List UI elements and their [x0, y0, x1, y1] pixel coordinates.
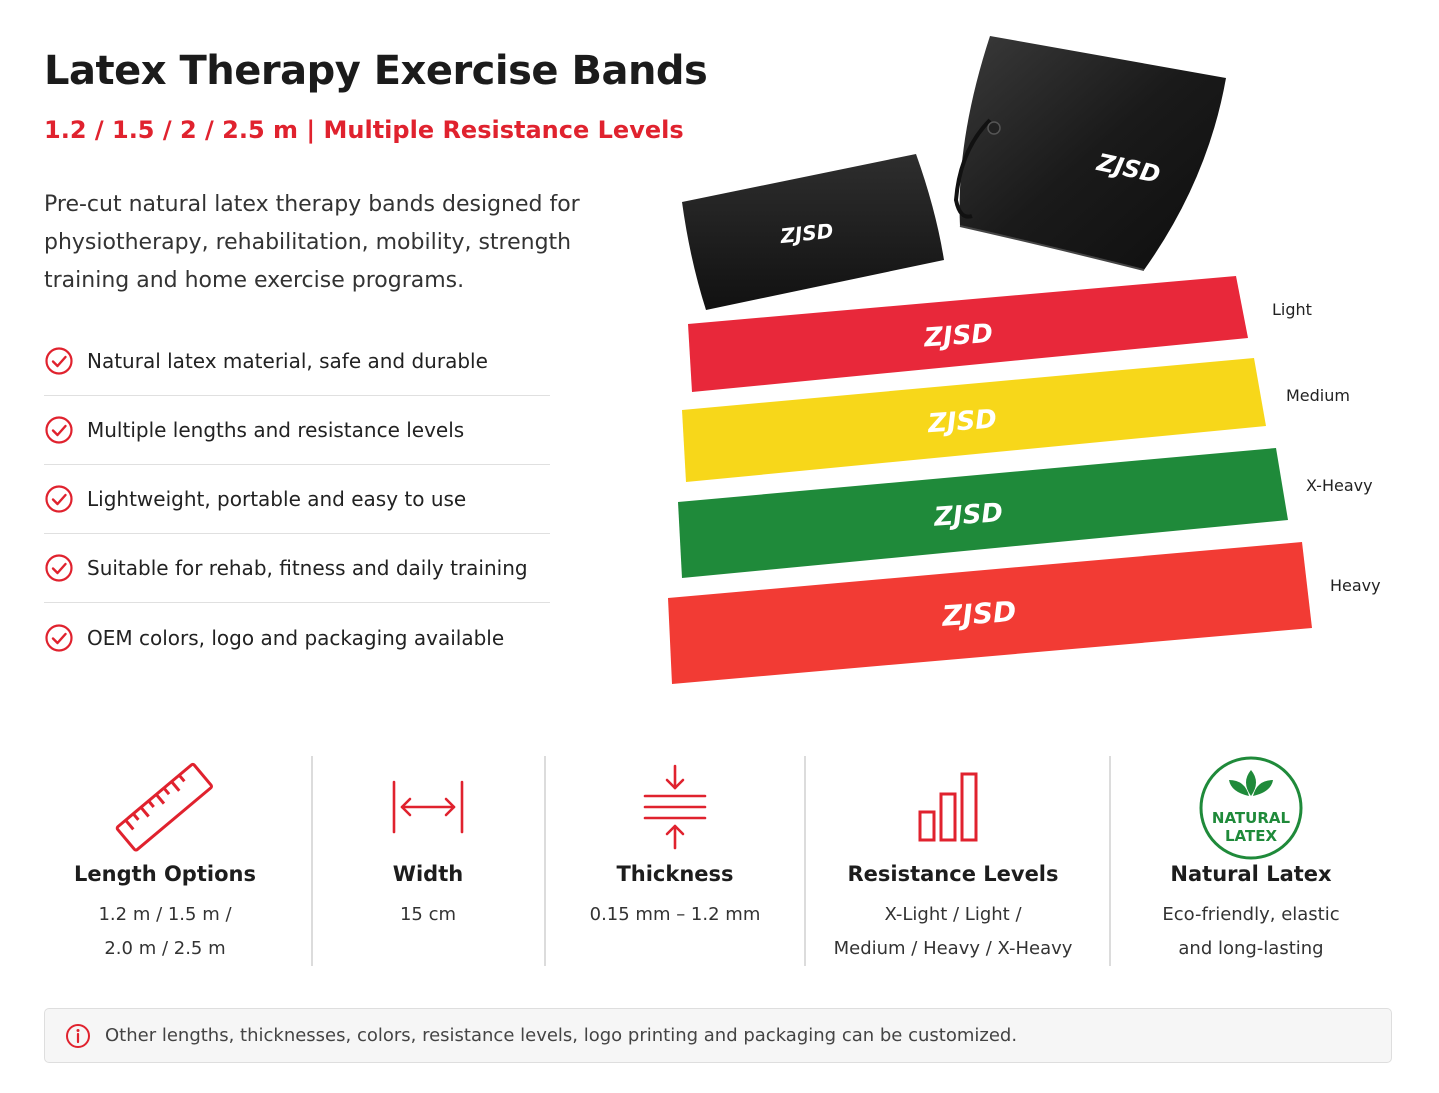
badge-text-line1: NATURAL [1212, 809, 1291, 827]
ruler-icon [115, 762, 213, 852]
spec-value: 2.0 m / 2.5 m [104, 938, 226, 959]
band-logo: ZJSD [926, 404, 998, 439]
spec-length: Length Options 1.2 m / 1.5 m / 2.0 m / 2… [60, 748, 270, 970]
spec-thickness: Thickness 0.15 mm – 1.2 mm [560, 748, 790, 970]
feature-text: OEM colors, logo and packaging available [87, 625, 505, 650]
drawstring-pouch: ZJSD [953, 36, 1226, 271]
band-logo: ZJSD [922, 319, 994, 354]
band-label-medium: Medium [1286, 386, 1350, 405]
check-circle-icon [45, 623, 73, 652]
spec-natural-latex: NATURAL LATEX Natural Latex Eco-friendly… [1140, 748, 1362, 970]
page-subtitle: 1.2 / 1.5 / 2 / 2.5 m | Multiple Resista… [44, 116, 684, 144]
spec-row: Length Options 1.2 m / 1.5 m / 2.0 m / 2… [20, 748, 1420, 970]
check-circle-icon [45, 485, 73, 513]
check-circle-icon [45, 416, 73, 444]
check-circle-icon [45, 347, 73, 375]
band-logo: ZJSD [940, 595, 1017, 633]
spec-value: 15 cm [399, 904, 457, 925]
thickness-arrows-icon [643, 764, 707, 850]
spec-value: 0.15 mm – 1.2 mm [589, 904, 761, 925]
divider [311, 756, 313, 966]
band-x-heavy: ZJSD [678, 448, 1288, 578]
width-arrows-icon [392, 780, 464, 834]
flat-pouch-logo: ZJSD [778, 219, 834, 249]
band-label-x-heavy: X-Heavy [1306, 476, 1373, 495]
band-heavy: ZJSD [668, 542, 1312, 684]
divider [1109, 756, 1111, 966]
feature-item: Lightweight, portable and easy to use [44, 465, 550, 534]
feature-text: Natural latex material, safe and durable [87, 349, 488, 373]
spec-value: X-Light / Light / [884, 904, 1022, 925]
feature-item: Natural latex material, safe and durable [44, 327, 550, 396]
spec-value: 1.2 m / 1.5 m / [98, 904, 232, 925]
intro-paragraph: Pre-cut natural latex therapy bands desi… [44, 186, 624, 300]
divider [804, 756, 806, 966]
intro-line: Pre-cut natural latex therapy bands desi… [44, 192, 580, 217]
flat-pouch: ZJSD [682, 154, 944, 310]
feature-text: Multiple lengths and resistance levels [87, 418, 465, 442]
intro-line: training and home exercise programs. [44, 268, 465, 293]
spec-title: Natural Latex [1170, 862, 1332, 886]
band-light: ZJSD [688, 276, 1248, 392]
band-logo: ZJSD [932, 498, 1004, 533]
spec-resistance: Resistance Levels X-Light / Light / Medi… [820, 748, 1086, 970]
badge-text-line2: LATEX [1225, 827, 1277, 845]
customization-notice: Other lengths, thicknesses, colors, resi… [44, 1008, 1392, 1063]
product-image: ZJSD ZJSD ZJSD ZJSD ZJSD ZJSD Light Medi… [660, 30, 1420, 700]
feature-item: OEM colors, logo and packaging available [44, 603, 550, 672]
feature-item: Multiple lengths and resistance levels [44, 396, 550, 465]
feature-text: Lightweight, portable and easy to use [87, 487, 467, 511]
product-illustration: ZJSD ZJSD ZJSD ZJSD ZJSD ZJSD [668, 36, 1312, 684]
leaf-badge-icon: NATURAL LATEX [1199, 756, 1303, 860]
spec-value: Eco-friendly, elastic [1162, 904, 1340, 925]
spec-width: Width 15 cm [330, 748, 526, 970]
spec-title: Width [392, 862, 464, 886]
page-title: Latex Therapy Exercise Bands [44, 48, 708, 94]
spec-title: Resistance Levels [847, 862, 1059, 886]
divider [544, 756, 546, 966]
feature-text: Suitable for rehab, fitness and daily tr… [87, 556, 528, 580]
spec-value: Medium / Heavy / X-Heavy [833, 938, 1073, 959]
info-icon [66, 1023, 90, 1048]
check-circle-icon [45, 554, 73, 582]
bar-levels-icon [918, 772, 978, 842]
feature-item: Suitable for rehab, fitness and daily tr… [44, 534, 550, 603]
band-medium: ZJSD [682, 358, 1266, 482]
notice-text: Other lengths, thicknesses, colors, resi… [105, 1025, 1018, 1046]
band-label-light: Light [1272, 300, 1312, 319]
intro-line: physiotherapy, rehabilitation, mobility,… [44, 230, 572, 255]
spec-title: Length Options [74, 862, 256, 886]
feature-list: Natural latex material, safe and durable… [44, 327, 550, 672]
spec-value: and long-lasting [1178, 938, 1324, 959]
band-label-heavy: Heavy [1330, 576, 1381, 595]
spec-title: Thickness [616, 862, 734, 886]
